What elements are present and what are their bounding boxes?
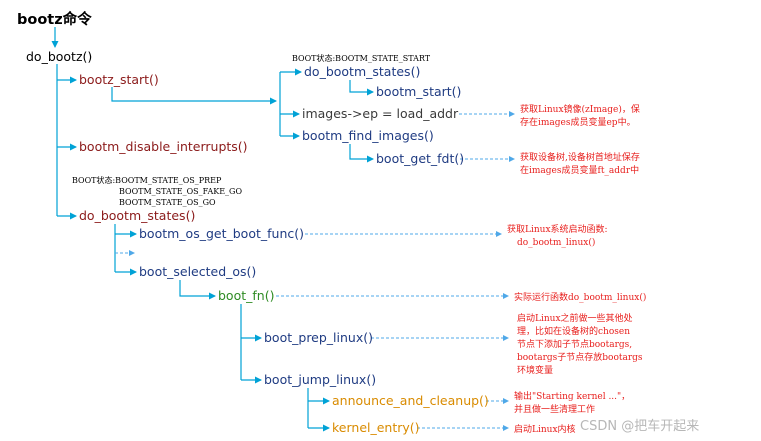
connector-to-boot-get-fdt bbox=[349, 144, 374, 163]
state-label-start: BOOT状态:BOOTM_STATE_START bbox=[292, 53, 431, 63]
node-do-bootm-states-2: do_bootm_states() bbox=[79, 208, 195, 223]
state-label-os-prep: BOOT状态:BOOTM_STATE_OS_PREP bbox=[72, 175, 222, 185]
note-zimage-line-1: 获取Linux镜像(zImage)，保 bbox=[520, 103, 640, 115]
note-cleanup-line-1: 输出"Starting kernel ..."， bbox=[514, 390, 630, 402]
node-boot-selected-os: boot_selected_os() bbox=[139, 264, 256, 279]
node-do-bootm-states-1: do_bootm_states() bbox=[304, 64, 420, 79]
node-boot-fn: boot_fn() bbox=[218, 288, 274, 303]
connector-to-bootm-start bbox=[349, 80, 374, 96]
note-zimage-line-2: 存在images成员变量ep中。 bbox=[520, 116, 636, 128]
node-bootm-start: bootm_start() bbox=[376, 84, 461, 99]
node-bootm-os-get-boot-func: bootm_os_get_boot_func() bbox=[139, 226, 304, 241]
note-prep-line-3: 节点下添加子节点bootargs, bbox=[517, 339, 632, 350]
node-do-bootz: do_bootz() bbox=[26, 49, 92, 64]
note-kernel: 启动Linux内核 bbox=[514, 423, 576, 435]
state-label-os-fake-go: BOOTM_STATE_OS_FAKE_GO bbox=[119, 187, 242, 196]
node-boot-prep-linux: boot_prep_linux() bbox=[264, 330, 373, 345]
node-bootm-disable-interrupts: bootm_disable_interrupts() bbox=[79, 139, 248, 154]
note-prep-line-4: bootargs子节点存放bootargs bbox=[517, 351, 643, 363]
node-boot-get-fdt: boot_get_fdt() bbox=[376, 151, 464, 166]
note-func-line-2: do_bootm_linux() bbox=[517, 237, 595, 248]
note-fdt-line-1: 获取设备树,设备树首地址保存 bbox=[520, 151, 640, 163]
state-label-os-go: BOOTM_STATE_OS_GO bbox=[119, 198, 216, 207]
node-kernel-entry: kernel_entry() bbox=[332, 420, 420, 435]
note-prep-line-5: 环境变量 bbox=[517, 364, 553, 376]
node-bootm-find-images: bootm_find_images() bbox=[302, 128, 434, 143]
node-bootz-start: bootz_start() bbox=[79, 72, 159, 87]
node-announce-and-cleanup: announce_and_cleanup() bbox=[332, 393, 489, 408]
connector-to-boot-fn bbox=[179, 280, 216, 300]
note-fdt-line-2: 在images成员变量ft_addr中 bbox=[520, 164, 639, 176]
node-images-ep: images->ep = load_addr bbox=[302, 106, 459, 121]
note-run: 实际运行函数do_bootm_linux() bbox=[514, 291, 646, 303]
watermark: CSDN @把车开起来 bbox=[580, 418, 699, 434]
diagram-title: bootz命令 bbox=[17, 10, 92, 28]
note-prep-line-2: 理，比如在设备树的chosen bbox=[517, 325, 630, 337]
connector-bootz-start-to-group bbox=[111, 87, 277, 105]
node-boot-jump-linux: boot_jump_linux() bbox=[264, 372, 376, 387]
note-func-line-1: 获取Linux系统启动函数: bbox=[507, 223, 608, 235]
note-cleanup-line-2: 并且做一些清理工作 bbox=[514, 403, 595, 415]
note-prep-line-1: 启动Linux之前做一些其他处 bbox=[517, 312, 633, 324]
